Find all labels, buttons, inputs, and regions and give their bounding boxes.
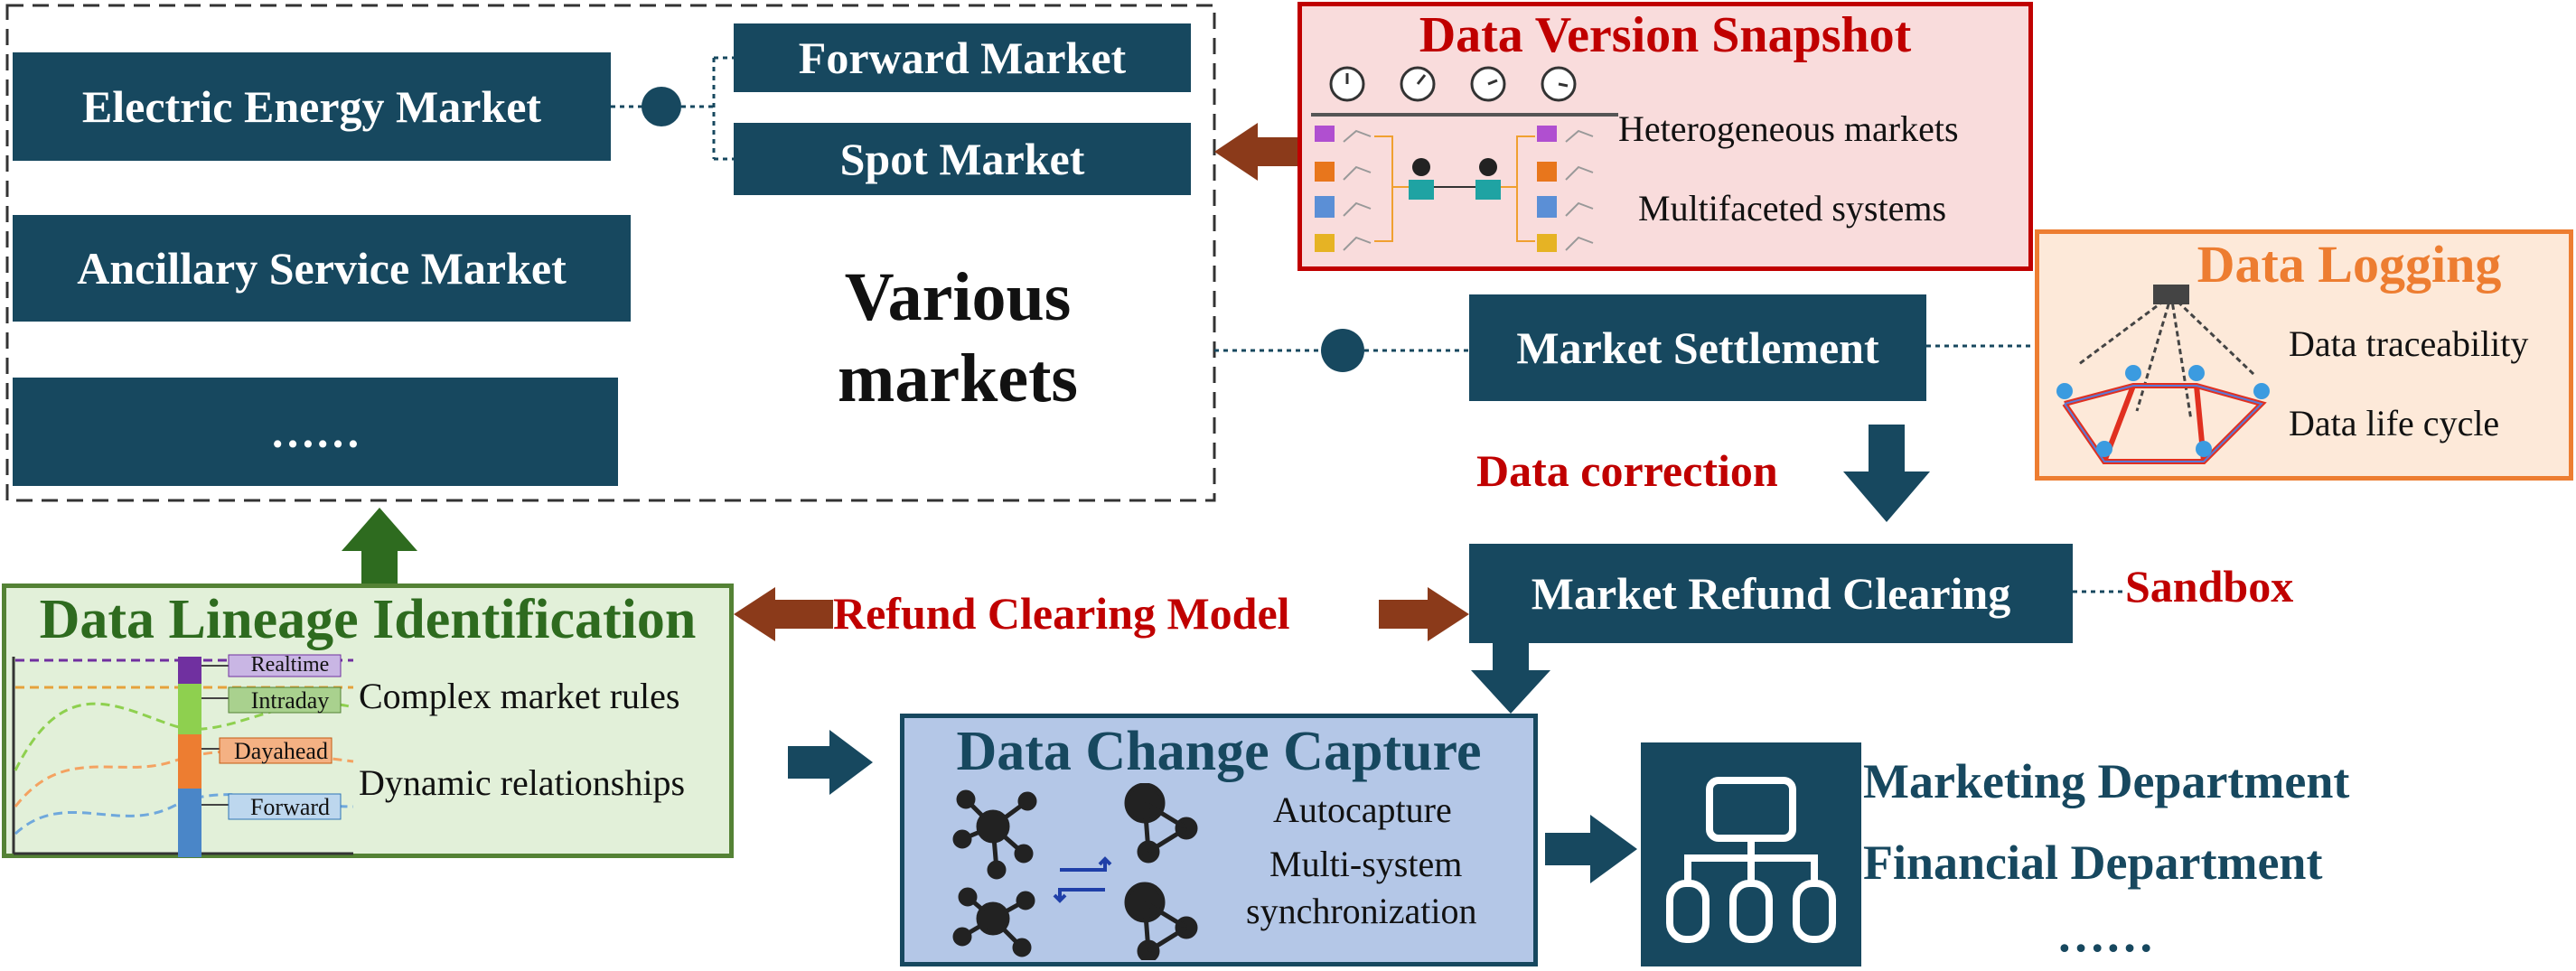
department-marketing: Marketing Department (1863, 754, 2350, 808)
gateway-icon (2153, 285, 2189, 304)
lineage-tag-realtime: Realtime (250, 653, 330, 677)
sandbox-label: Sandbox (2125, 561, 2294, 612)
settlement-node-dot (1321, 329, 1364, 372)
spot-market-box: Spot Market (734, 123, 1191, 195)
clock-icon (1329, 66, 1577, 102)
org-chart-box (1641, 742, 1861, 966)
forward-market-box: Forward Market (734, 23, 1191, 92)
various-markets-region (5, 4, 1216, 502)
lineage-tag-dayahead: Dayahead (234, 738, 328, 764)
forward-market-label: Forward Market (798, 33, 1127, 83)
department-more: …… (2056, 908, 2154, 962)
node-user-icon (2056, 365, 2270, 457)
model-left-arrow (734, 587, 833, 641)
network-node-icon (1124, 783, 1198, 960)
sync-arrows-icon (1053, 856, 1112, 903)
capture-item-multi-system: Multi-system (1269, 844, 1463, 884)
lineage-to-markets-arrow (342, 508, 417, 584)
correction-down-arrow (1843, 425, 1930, 522)
model-right-arrow (1379, 587, 1469, 641)
ancillary-service-market-box: Ancillary Service Market (13, 215, 631, 322)
lineage-title: Data Lineage Identification (39, 589, 697, 650)
electric-energy-market-label: Electric Energy Market (81, 81, 542, 132)
department-financial: Financial Department (1863, 836, 2323, 890)
data-correction-label: Data correction (1476, 445, 1778, 496)
logging-graphic (2056, 285, 2270, 464)
various-markets-title-line1: Various (844, 259, 1072, 335)
market-settlement-label: Market Settlement (1516, 322, 1879, 373)
capture-item-autocapture: Autocapture (1273, 789, 1452, 830)
lineage-item-dynamic-relationships: Dynamic relationships (359, 762, 686, 803)
various-markets-title: Various markets (795, 257, 1120, 419)
spot-market-label: Spot Market (839, 134, 1085, 184)
snapshot-graphic (1311, 66, 1618, 252)
electric-energy-market-box: Electric Energy Market (13, 52, 611, 161)
lineage-item-complex-rules: Complex market rules (359, 676, 680, 716)
clearing-to-capture-arrow (1471, 643, 1550, 714)
org-chart-icon (1666, 777, 1836, 943)
logging-item-traceability: Data traceability (2289, 323, 2529, 364)
lineage-tag-forward: Forward (249, 794, 331, 820)
connector-node-dot (642, 87, 681, 126)
market-refund-clearing-label: Market Refund Clearing (1531, 568, 2011, 619)
refund-clearing-model-label: Refund Clearing Model (833, 588, 1290, 639)
snapshot-to-markets-arrow (1214, 123, 1297, 181)
data-logging-panel: Data Logging Data traceability Data life… (2035, 229, 2573, 481)
various-markets-title-line2: markets (838, 341, 1078, 416)
data-lineage-panel: Data Lineage Identification Realtime Int… (2, 584, 734, 858)
capture-to-departments-arrow (1545, 815, 1637, 883)
market-refund-clearing-box: Market Refund Clearing (1469, 544, 2073, 643)
operator-icon (1409, 158, 1501, 200)
capture-title: Data Change Capture (956, 721, 1482, 782)
snapshot-title: Data Version Snapshot (1419, 7, 1912, 63)
snapshot-item-multifaceted: Multifaceted systems (1638, 188, 1947, 229)
data-change-capture-panel: Data Change Capture Autocapture Multi-sy… (900, 714, 1538, 966)
lineage-tag-intraday: Intraday (250, 687, 330, 714)
capture-item-synchronization: synchronization (1246, 891, 1477, 931)
snapshot-item-heterogeneous: Heterogeneous markets (1618, 108, 1959, 149)
ancillary-service-market-label: Ancillary Service Market (77, 243, 567, 294)
market-settlement-box: Market Settlement (1469, 294, 1926, 401)
more-markets-box: …… (13, 378, 618, 486)
lineage-to-capture-arrow (788, 730, 873, 795)
logging-item-life-cycle: Data life cycle (2289, 403, 2500, 443)
molecule-icon (952, 789, 1037, 957)
capture-graphic (952, 783, 1198, 960)
data-version-snapshot-panel: Data Version Snapshot Heterogeneous (1297, 2, 2033, 271)
more-markets-label: …… (270, 406, 361, 457)
lineage-graphic (12, 654, 354, 857)
logging-title: Data Logging (2197, 235, 2502, 294)
